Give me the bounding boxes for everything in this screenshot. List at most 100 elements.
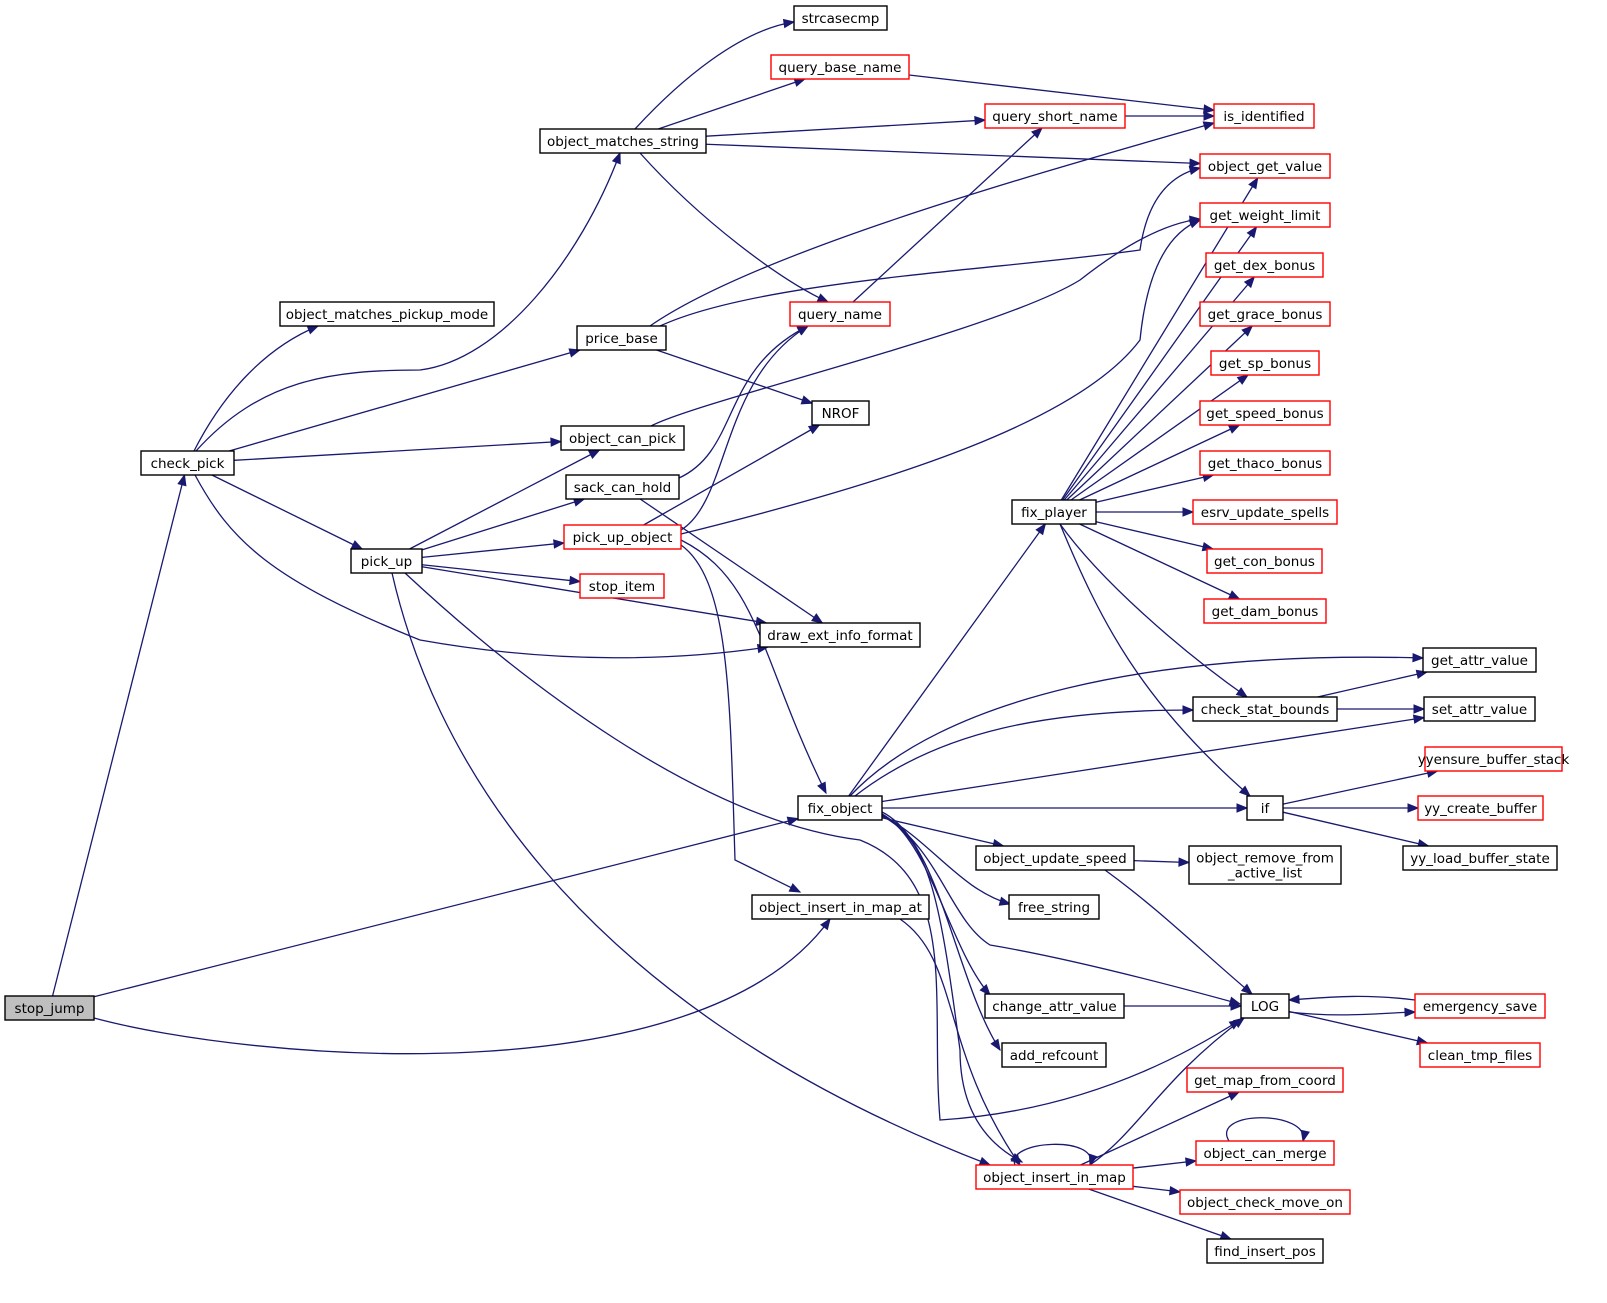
- node-box: [563, 524, 682, 550]
- edge-arrowhead: [1031, 127, 1043, 139]
- node-box: [1188, 845, 1342, 885]
- edge-arrowhead: [177, 473, 187, 487]
- node-get-sp-bonus[interactable]: get_sp_bonus: [1210, 350, 1320, 376]
- edge-line: [881, 815, 1023, 1163]
- edge-line: [1080, 1091, 1240, 1166]
- node-find-insert-pos[interactable]: find_insert_pos: [1206, 1238, 1324, 1264]
- node-draw-ext-info-format[interactable]: draw_ext_info_format: [759, 622, 921, 648]
- edge-arrowhead: [816, 293, 830, 303]
- node-change-attr-value[interactable]: change_attr_value: [984, 993, 1125, 1019]
- node-yy-load-buffer-state[interactable]: yy_load_buffer_state: [1402, 845, 1558, 871]
- node-get-dam-bonus[interactable]: get_dam_bonus: [1203, 598, 1327, 624]
- node-get-weight-limit[interactable]: get_weight_limit: [1199, 202, 1331, 228]
- node-pick-up[interactable]: pick_up: [350, 548, 423, 574]
- edge-line: [421, 564, 581, 583]
- node-object-get-value[interactable]: object_get_value: [1199, 153, 1331, 179]
- edge-arrowhead: [587, 449, 601, 460]
- edge-line: [881, 813, 1241, 1005]
- node-box: [1199, 301, 1331, 327]
- node-object-matches-pickup-mode[interactable]: object_matches_pickup_mode: [279, 301, 495, 327]
- node-label: get_speed_bonus: [1206, 406, 1323, 422]
- node-check-stat-bounds[interactable]: check_stat_bounds: [1192, 696, 1338, 722]
- edge-line: [680, 544, 801, 893]
- node-add-refcount[interactable]: add_refcount: [1001, 1042, 1107, 1068]
- node-box: [1213, 103, 1315, 129]
- node-get-map-from-coord[interactable]: get_map_from_coord: [1186, 1067, 1344, 1093]
- edge-object_matches_string-to-object_get_value: [705, 143, 1202, 168]
- node-fix-object[interactable]: fix_object: [797, 795, 883, 821]
- edge-arrowhead: [553, 539, 566, 549]
- edge-line: [1317, 671, 1428, 698]
- node-sack-can-hold[interactable]: sack_can_hold: [565, 474, 680, 500]
- node-get-speed-bonus[interactable]: get_speed_bonus: [1199, 400, 1331, 426]
- node-object-matches-string[interactable]: object_matches_string: [539, 128, 707, 154]
- node-yyensure-buffer-stack[interactable]: yyensure_buffer_stack: [1418, 746, 1570, 772]
- node-object-can-pick[interactable]: object_can_pick: [560, 425, 685, 451]
- node-box: [811, 400, 870, 426]
- edge-line: [1059, 523, 1248, 698]
- node-strcasecmp[interactable]: strcasecmp: [793, 5, 888, 31]
- node-stop-item[interactable]: stop_item: [579, 573, 665, 599]
- nodes-layer: stop_jump check_pick pick_up object_matches…: [4, 5, 1570, 1264]
- node-object-update-speed[interactable]: object_update_speed: [975, 845, 1135, 871]
- edge-arrowhead: [611, 151, 621, 165]
- node-query-short-name[interactable]: query_short_name: [984, 103, 1126, 129]
- node-esrv-update-spells[interactable]: esrv_update_spells: [1192, 499, 1338, 525]
- node-get-dex-bonus[interactable]: get_dex_bonus: [1205, 252, 1324, 278]
- node-if[interactable]: if: [1246, 795, 1284, 821]
- node-label: get_sp_bonus: [1219, 356, 1311, 372]
- edge-arrowhead: [1248, 176, 1259, 190]
- edge-object_matches_string-to-query_short_name: [705, 115, 987, 137]
- node-NROF[interactable]: NROF: [811, 400, 870, 426]
- node-box: [1001, 1042, 1107, 1068]
- node-object-insert-in-map-at[interactable]: object_insert_in_map_at: [751, 894, 930, 920]
- node-is-identified[interactable]: is_identified: [1213, 103, 1315, 129]
- node-object-check-move-on[interactable]: object_check_move_on: [1179, 1189, 1351, 1215]
- edge-fix_player-to-get_thaco_bonus: [1095, 472, 1215, 503]
- node-box: [1186, 1067, 1344, 1093]
- edge-line: [899, 918, 1021, 1166]
- node-get-con-bonus[interactable]: get_con_bonus: [1206, 548, 1323, 574]
- node-label: set_attr_value: [1432, 702, 1527, 718]
- node-label: query_name: [798, 307, 882, 323]
- node-get-grace-bonus[interactable]: get_grace_bonus: [1199, 301, 1331, 327]
- node-object-remove-from-active-list[interactable]: object_remove_from_active_list: [1188, 845, 1342, 885]
- edge-arrowhead: [1178, 857, 1191, 867]
- edge-if-to-yy_load_buffer_state: [1282, 811, 1430, 849]
- edge-arrowhead: [796, 325, 810, 336]
- node-yy-create-buffer[interactable]: yy_create_buffer: [1417, 795, 1544, 821]
- node-pick-up-object[interactable]: pick_up_object: [563, 524, 682, 550]
- node-check-pick[interactable]: check_pick: [140, 450, 235, 476]
- node-get-attr-value[interactable]: get_attr_value: [1422, 647, 1537, 673]
- edge-pick_up-to-pick_up_object: [421, 539, 566, 559]
- node-box: [1206, 1238, 1324, 1264]
- edge-price_base-to-object_get_value: [659, 165, 1202, 327]
- node-object-can-merge[interactable]: object_can_merge: [1195, 1140, 1335, 1166]
- node-label: get_dam_bonus: [1212, 604, 1319, 620]
- edge-line: [705, 119, 986, 137]
- node-emergency-save[interactable]: emergency_save: [1414, 993, 1546, 1019]
- edge-line: [881, 814, 1011, 905]
- node-get-thaco-bonus[interactable]: get_thaco_bonus: [1199, 450, 1331, 476]
- node-label: fix_player: [1021, 505, 1087, 521]
- node-free-string[interactable]: free_string: [1008, 894, 1100, 920]
- edge-pick_up_object-to-get_weight_limit: [680, 219, 1202, 535]
- edge-line: [1288, 995, 1416, 1001]
- edge-line: [657, 78, 806, 130]
- node-set-attr-value[interactable]: set_attr_value: [1423, 696, 1536, 722]
- node-LOG[interactable]: LOG: [1240, 993, 1290, 1019]
- node-query-base-name[interactable]: query_base_name: [770, 54, 910, 80]
- node-query-name[interactable]: query_name: [789, 301, 891, 327]
- edge-arrowhead: [979, 984, 991, 997]
- node-clean-tmp-files[interactable]: clean_tmp_files: [1419, 1042, 1541, 1068]
- edge-arrowhead: [1189, 158, 1202, 168]
- node-fix-player[interactable]: fix_player: [1011, 499, 1097, 525]
- node-box: [1423, 696, 1536, 722]
- node-object-insert-in-map[interactable]: object_insert_in_map: [975, 1164, 1134, 1190]
- node-box: [793, 5, 888, 31]
- edge-fix_object-to-free_string: [881, 814, 1012, 906]
- node-label: pick_up: [361, 554, 412, 570]
- node-stop-jump[interactable]: stop_jump: [4, 995, 95, 1021]
- node-price-base[interactable]: price_base: [576, 325, 667, 351]
- edge-line: [854, 709, 1194, 797]
